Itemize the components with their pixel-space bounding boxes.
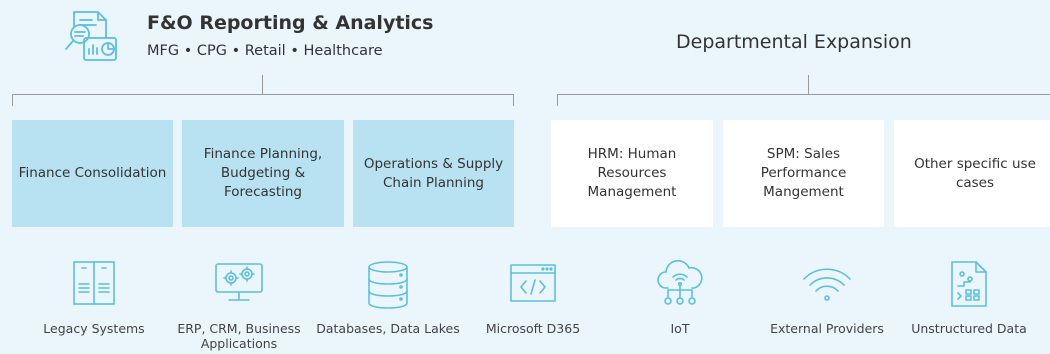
box-label: Other specific use cases	[914, 155, 1036, 191]
source-label-iot: IoT	[670, 321, 690, 336]
cloud-network-icon	[654, 258, 706, 308]
data-file-icon	[948, 260, 990, 308]
source-label-databases: Databases, Data Lakes	[316, 321, 460, 336]
operations-supply-chain-box: Operations & Supply Chain Planning	[353, 120, 514, 227]
finance-planning-box: Finance Planning, Budgeting & Forecastin…	[182, 120, 344, 227]
finance-consolidation-box: Finance Consolidation	[12, 120, 173, 227]
box-label: Finance Consolidation	[18, 165, 167, 181]
left-bracket-bar	[12, 94, 514, 95]
box-label: HRM: Human Resources Management	[587, 146, 677, 200]
wifi-icon	[800, 265, 854, 305]
left-bracket-left-tick	[12, 94, 13, 106]
database-icon	[366, 260, 410, 310]
source-label-unstructured: Unstructured Data	[911, 321, 1027, 336]
left-bracket-right-tick	[513, 94, 514, 106]
page-title: F&O Reporting & Analytics	[147, 12, 434, 34]
right-bracket-bar	[557, 94, 1050, 95]
box-label: SPM: Sales Performance Mangement	[760, 146, 847, 200]
expansion-title: Departmental Expansion	[676, 31, 912, 53]
source-label-erp: ERP, CRM, Business Applications	[177, 321, 301, 351]
right-bracket-left-tick	[557, 94, 558, 106]
hrm-box: HRM: Human Resources Management	[551, 120, 713, 227]
code-window-icon	[509, 263, 557, 303]
industry-subtitle: MFG • CPG • Retail • Healthcare	[147, 43, 383, 59]
left-bracket-stem	[262, 75, 263, 94]
source-label-external: External Providers	[770, 321, 884, 336]
spm-box: SPM: Sales Performance Mangement	[723, 120, 884, 227]
source-label-legacy: Legacy Systems	[43, 321, 145, 336]
report-analytics-icon	[62, 8, 124, 64]
box-label: Finance Planning, Budgeting & Forecastin…	[203, 146, 323, 200]
server-icon	[71, 260, 117, 306]
source-label-d365: Microsoft D365	[485, 321, 581, 336]
right-bracket-stem	[808, 75, 809, 94]
other-use-cases-box: Other specific use cases	[894, 120, 1050, 227]
monitor-gears-icon	[214, 262, 264, 308]
box-label: Operations & Supply Chain Planning	[363, 155, 504, 191]
